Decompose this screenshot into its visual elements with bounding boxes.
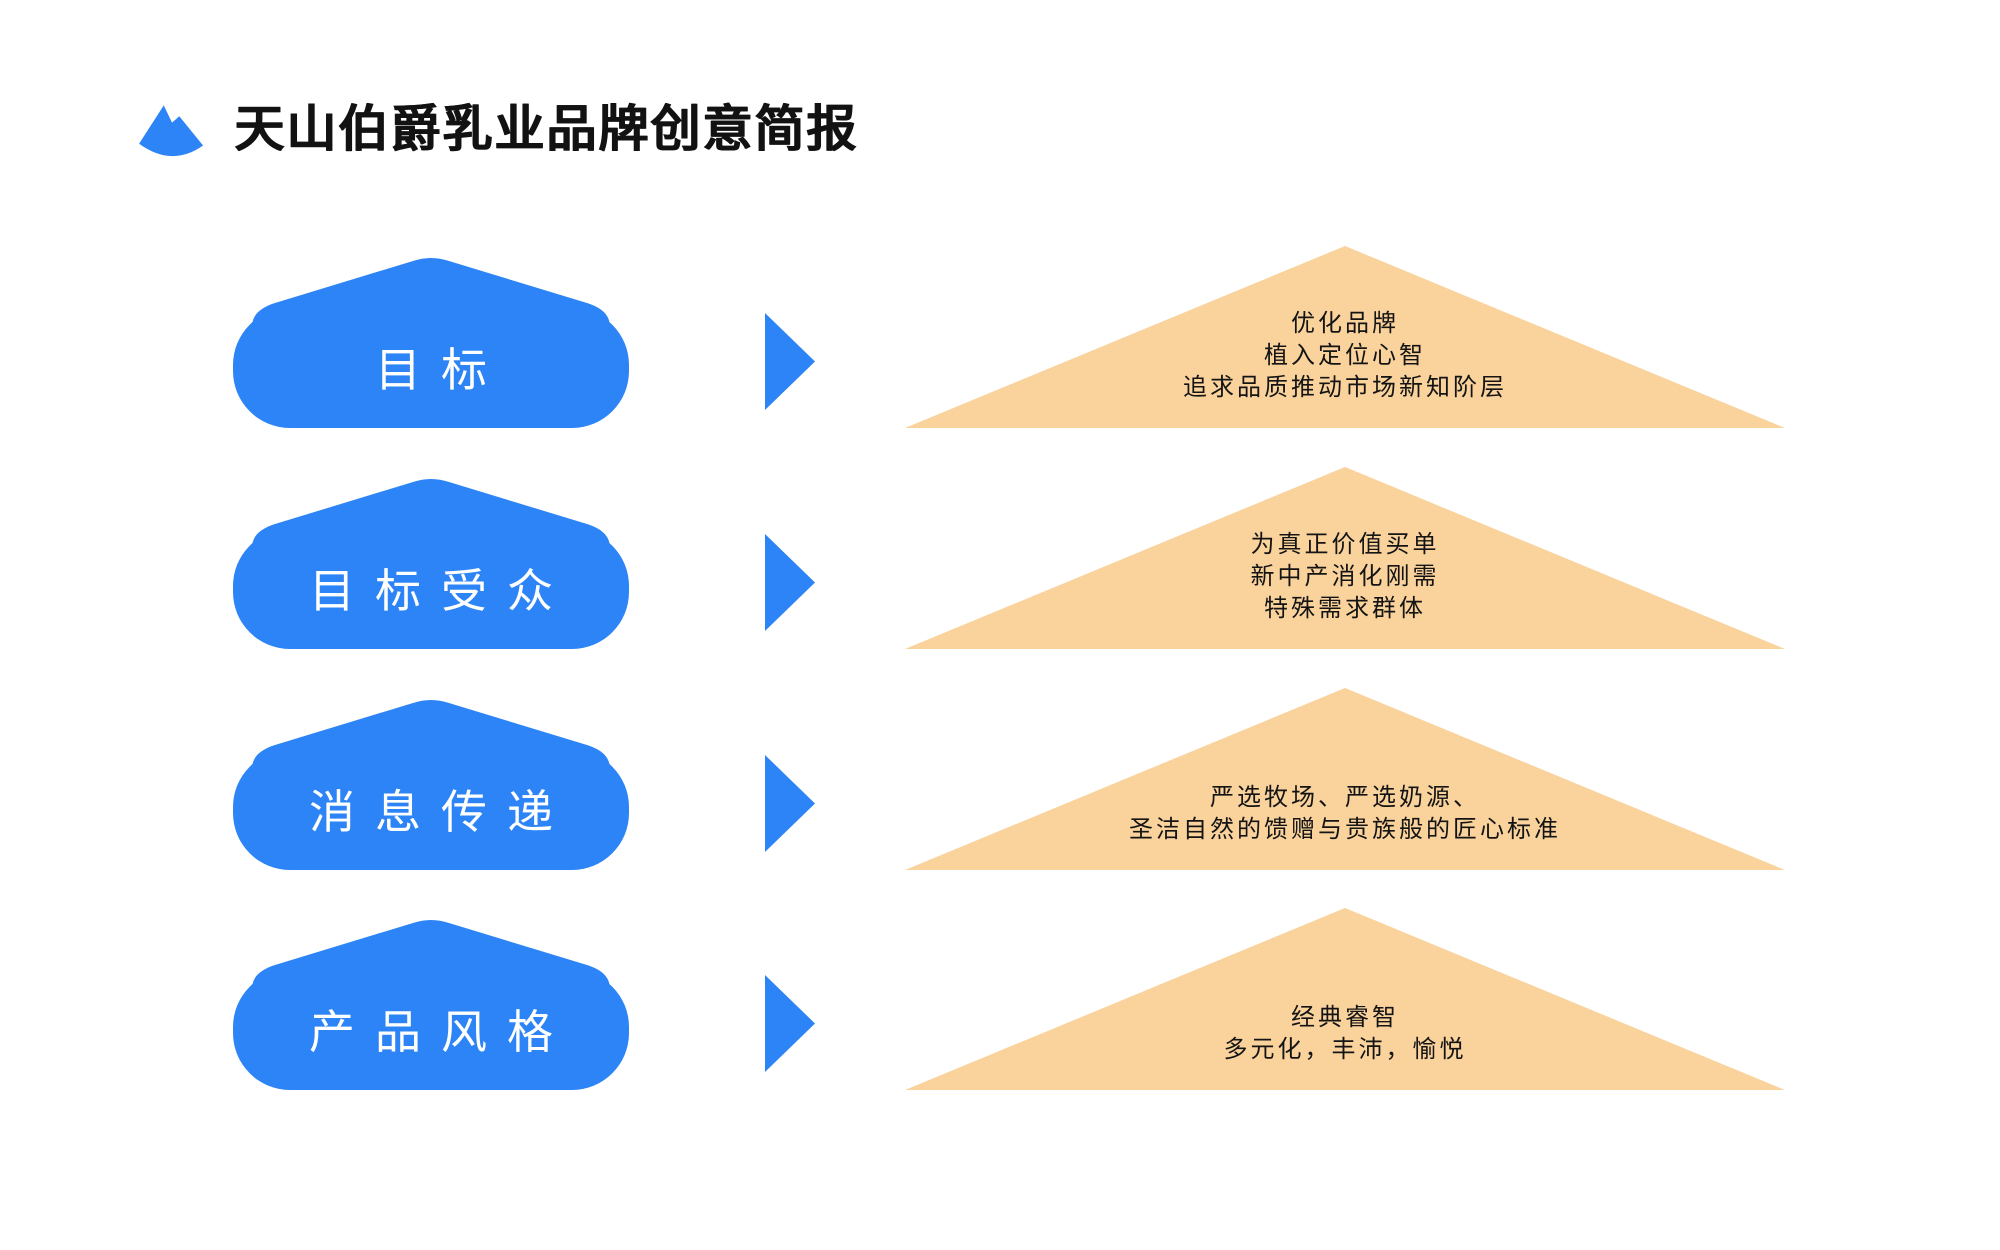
right-arrow-icon (765, 534, 815, 631)
mountain-icon (139, 105, 204, 157)
category-label: 目标 (375, 344, 507, 396)
category-bubble-shape (233, 479, 629, 649)
right-arrow-icon (765, 975, 815, 1072)
category-bubble-shape (233, 700, 629, 870)
detail-text: 优化品牌 植入定位心智 追求品质推动市场新知阶层 (905, 308, 1785, 404)
brief-row-audience: 目标受众 为真正价值买单 新中产消化刚需 特殊需求群体 (0, 467, 2000, 649)
detail-line: 圣洁自然的馈赠与贵族般的匠心标准 (1129, 816, 1561, 843)
detail-line: 经典睿智 (1291, 1004, 1399, 1031)
detail-text: 为真正价值买单 新中产消化刚需 特殊需求群体 (905, 529, 1785, 625)
right-arrow-icon (765, 755, 815, 852)
detail-line: 优化品牌 (1291, 310, 1399, 337)
detail-line: 严选牧场、严选奶源、 (1210, 784, 1480, 811)
right-arrow-icon (765, 313, 815, 410)
detail-line: 为真正价值买单 (1250, 531, 1440, 558)
category-bubble-shape (233, 920, 629, 1090)
detail-line: 追求品质推动市场新知阶层 (1183, 374, 1507, 401)
brief-row-style: 产品风格 经典睿智 多元化，丰沛，愉悦 (0, 908, 2000, 1090)
detail-triangle-shape (905, 908, 1785, 1090)
detail-text: 严选牧场、严选奶源、 圣洁自然的馈赠与贵族般的匠心标准 (905, 782, 1785, 846)
detail-triangle-shape (905, 467, 1785, 649)
page-title: 天山伯爵乳业品牌创意简报 (234, 101, 858, 157)
detail-triangle-shape (905, 246, 1785, 428)
detail-line: 特殊需求群体 (1264, 595, 1426, 622)
header: 天山伯爵乳业品牌创意简报 (0, 0, 2000, 200)
category-label: 消息传递 (309, 786, 573, 838)
brief-row-goal: 目标 优化品牌 植入定位心智 追求品质推动市场新知阶层 (0, 246, 2000, 428)
detail-line: 植入定位心智 (1264, 342, 1426, 369)
detail-line: 多元化，丰沛，愉悦 (1223, 1036, 1467, 1063)
category-bubble-shape (233, 258, 629, 428)
category-label: 目标受众 (309, 565, 573, 617)
detail-text: 经典睿智 多元化，丰沛，愉悦 (905, 1002, 1785, 1066)
detail-triangle-shape (905, 688, 1785, 870)
category-label: 产品风格 (309, 1006, 573, 1058)
brief-row-message: 消息传递 严选牧场、严选奶源、 圣洁自然的馈赠与贵族般的匠心标准 (0, 688, 2000, 870)
detail-line: 新中产消化刚需 (1250, 563, 1440, 590)
